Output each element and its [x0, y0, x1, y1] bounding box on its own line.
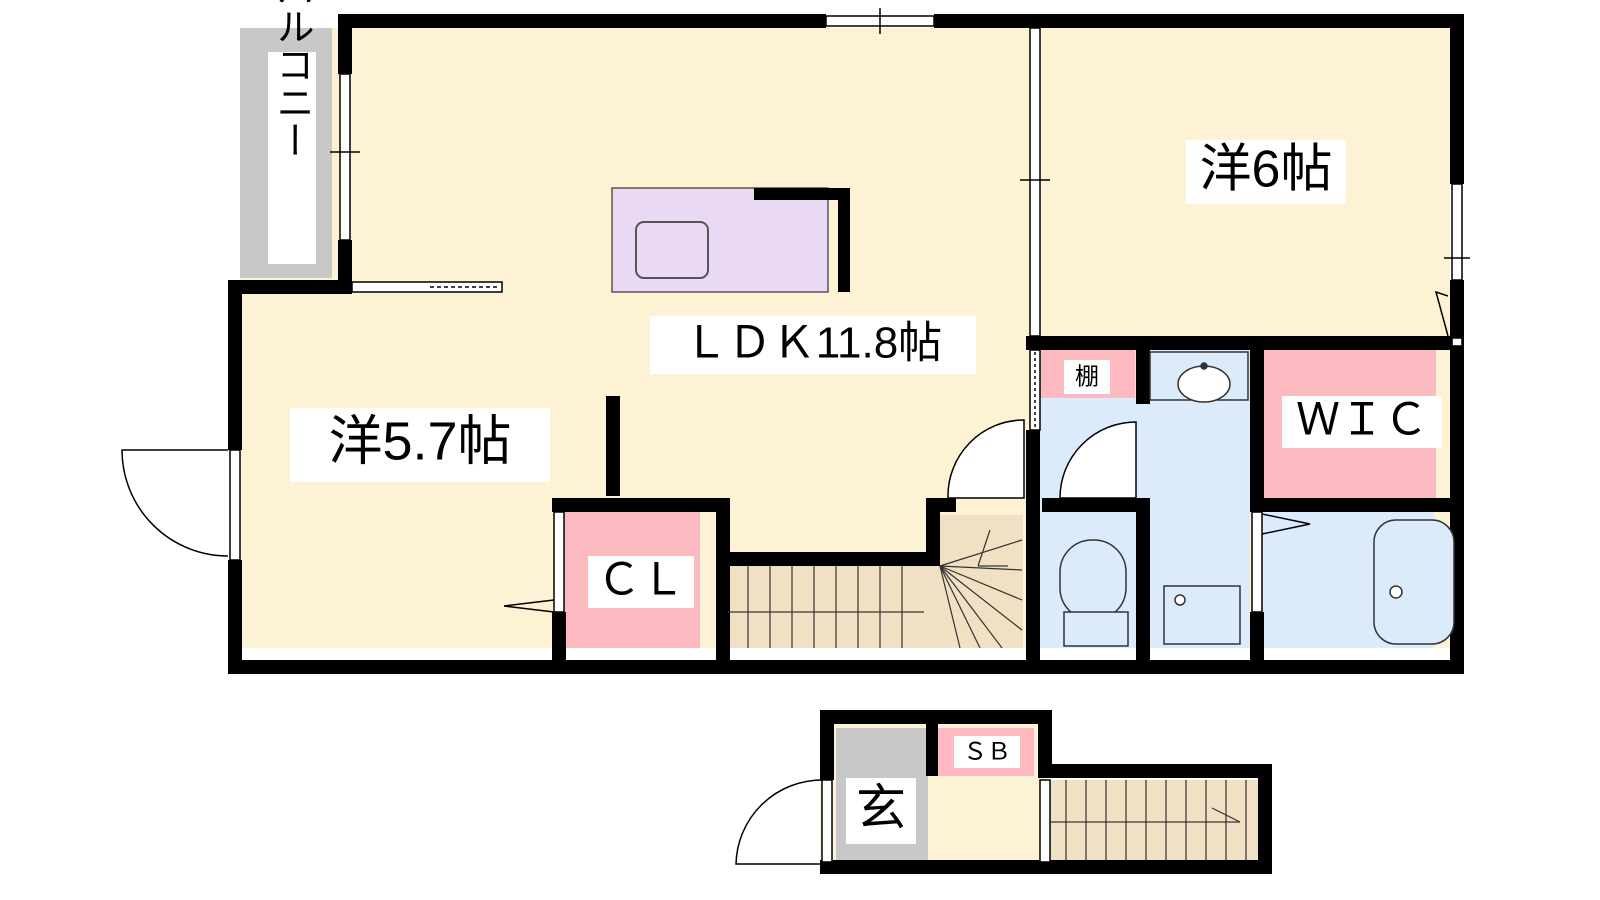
windows [229, 8, 1470, 613]
kitchen-counter [611, 187, 829, 293]
lower-stairs-floor [1044, 780, 1266, 868]
shoe-box-label: ＳＢ [963, 738, 1011, 765]
ldk-label: ＬＤＫ11.8帖 [684, 319, 942, 368]
room-labels: バルコニー ＬＤＫ11.8帖 洋6帖 洋5.7帖 ＣＬ ＷＩＣ 棚 ＳＢ 玄 [268, 0, 1442, 844]
stairs-upper-floor [940, 515, 1023, 555]
western-5-7-label: 洋5.7帖 [328, 411, 511, 471]
western-6-label: 洋6帖 [1200, 141, 1333, 199]
door-swings [121, 290, 1449, 613]
fixtures [1059, 351, 1455, 647]
entrance-label: 玄 [856, 780, 906, 836]
kitchen-sink [635, 221, 709, 279]
shelf-label: 棚 [1075, 363, 1099, 390]
closet-label: ＣＬ [597, 556, 685, 605]
stairs-lines [728, 529, 1023, 649]
wic-label: ＷＩＣ [1296, 396, 1428, 445]
entrance-block [735, 710, 1272, 874]
balcony-label: バルコニー [270, 0, 314, 159]
